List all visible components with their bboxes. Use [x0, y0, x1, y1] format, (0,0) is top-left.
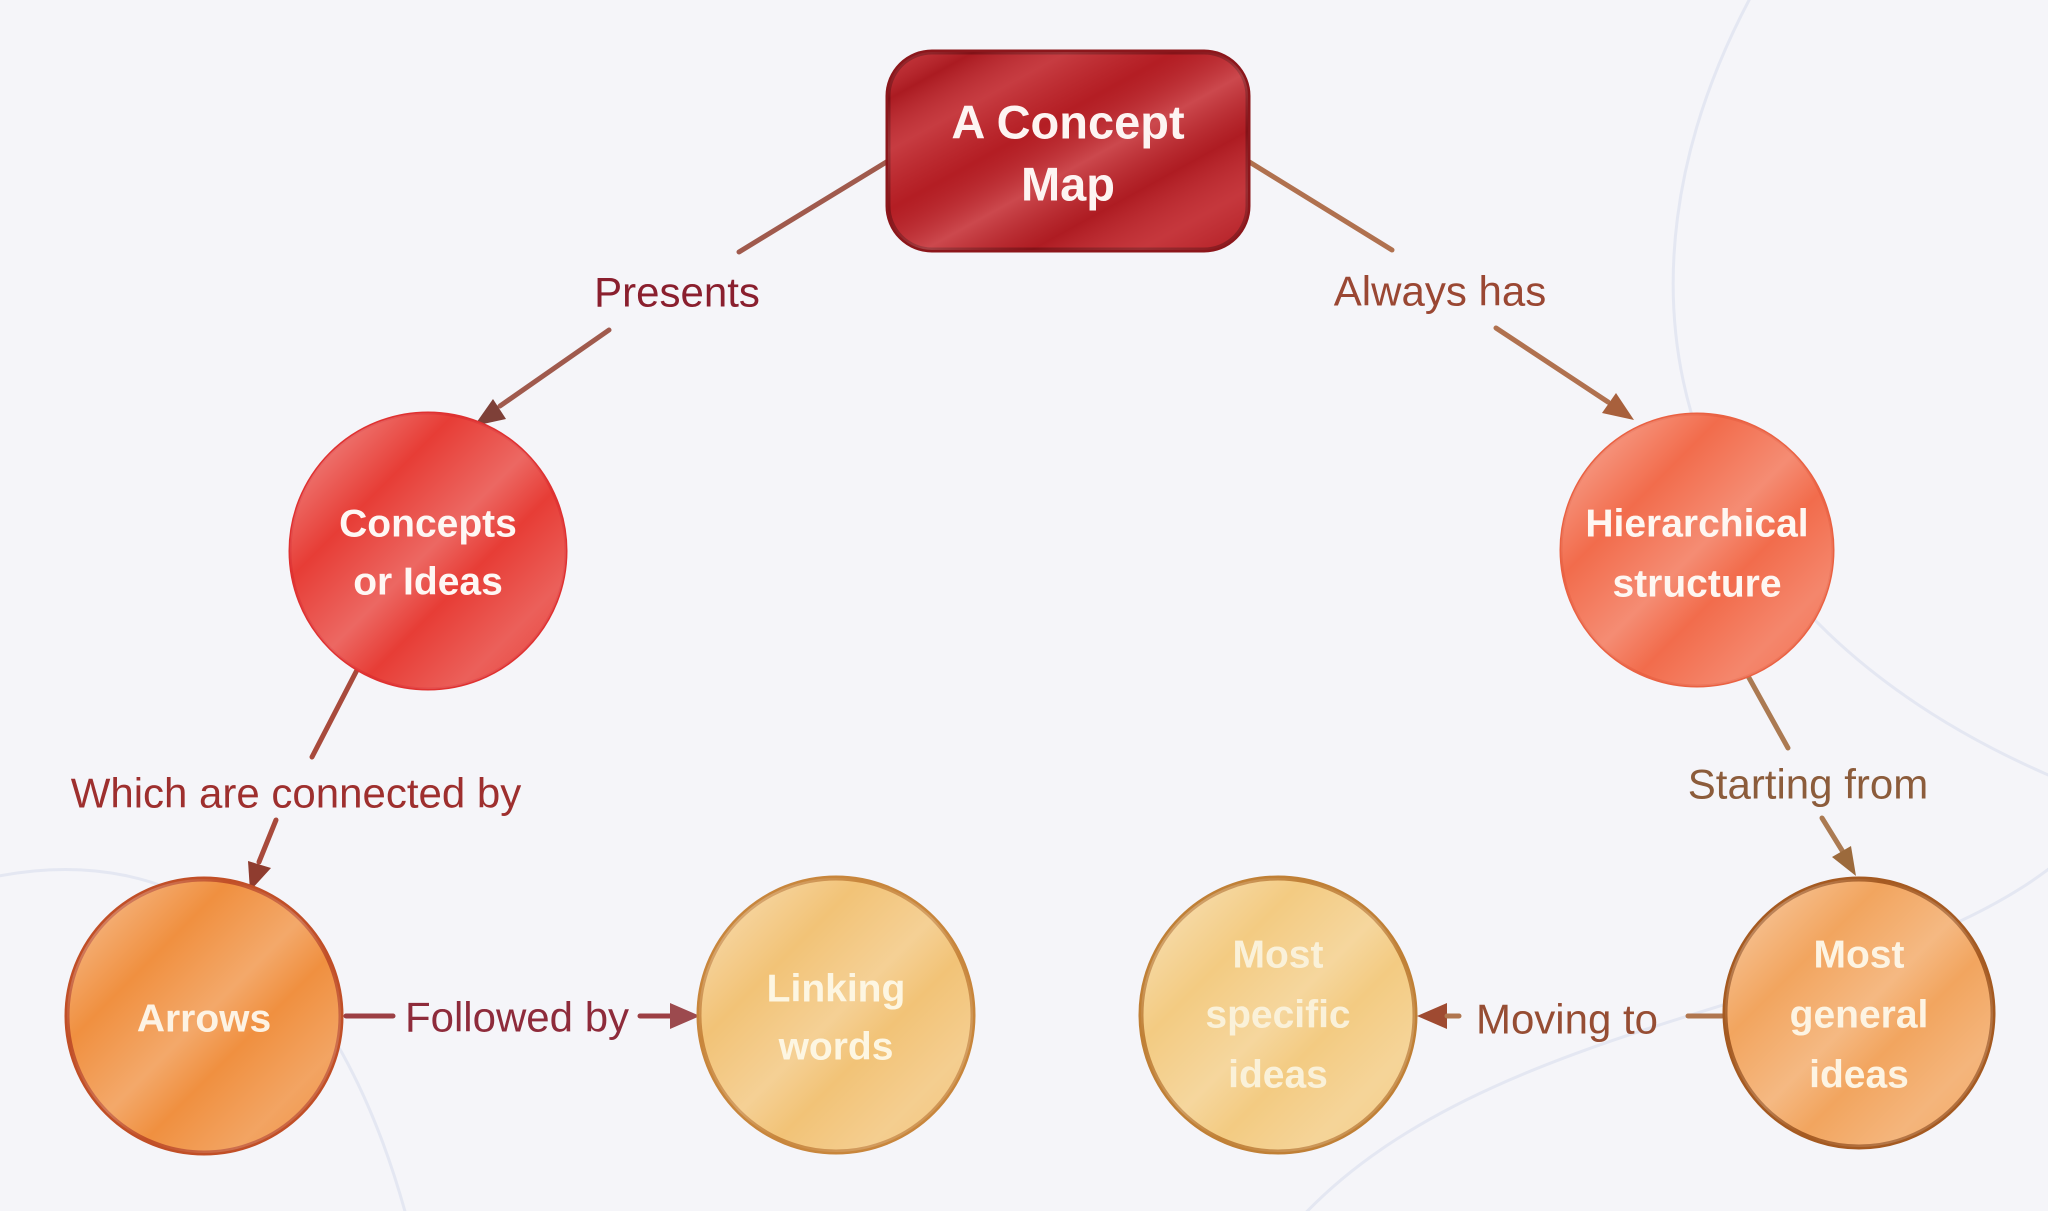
- node-label: words: [778, 1026, 894, 1069]
- edge-followed-by: Followed by: [343, 994, 700, 1041]
- edge-always-has: Always has: [1240, 155, 1634, 420]
- edge-line: [309, 667, 360, 760]
- node-linking-words: Linking words: [696, 875, 976, 1155]
- edge-label-which-are-connected-by: Which are connected by: [71, 770, 522, 817]
- edge-which-are-connected-by: Which are connected by: [71, 667, 522, 891]
- edge-label-always-has: Always has: [1334, 268, 1546, 315]
- edge-label-moving-to: Moving to: [1476, 996, 1658, 1043]
- node-a-concept-map: A Concept Map: [885, 49, 1251, 253]
- edge-line: [1819, 815, 1846, 855]
- node-hierarchical-structure: Hierarchical structure: [1559, 412, 1835, 688]
- edge-line: [1745, 673, 1791, 751]
- node-label: Hierarchical: [1585, 503, 1808, 546]
- arrowhead-icon: [670, 1003, 700, 1029]
- edge-line: [1240, 155, 1395, 253]
- node-label: ideas: [1809, 1054, 1909, 1097]
- node-label: A Concept: [951, 96, 1185, 149]
- node-label: or Ideas: [353, 561, 503, 604]
- node-texture: [1561, 414, 1833, 686]
- node-label: general: [1790, 994, 1929, 1037]
- arrowhead-icon: [1417, 1003, 1447, 1029]
- node-texture: [888, 52, 1248, 250]
- node-texture: [1141, 878, 1415, 1152]
- node-label: ideas: [1228, 1054, 1328, 1097]
- node-label: specific: [1205, 994, 1350, 1037]
- arrowhead-icon: [1832, 846, 1856, 876]
- node-label: Map: [1021, 158, 1115, 211]
- node-texture: [67, 879, 341, 1153]
- node-label: Arrows: [137, 998, 271, 1041]
- node-most-specific-ideas: Most specific ideas: [1138, 875, 1418, 1155]
- edge-line: [256, 817, 279, 865]
- edge-line: [497, 327, 612, 409]
- node-concepts-or-ideas: Concepts or Ideas: [288, 411, 568, 691]
- edge-label-presents: Presents: [594, 269, 760, 316]
- edge-line: [736, 155, 896, 255]
- edge-label-starting-from: Starting from: [1688, 761, 1928, 808]
- edge-label-followed-by: Followed by: [405, 994, 629, 1041]
- edge-starting-from: Starting from: [1688, 673, 1928, 876]
- node-label: Concepts: [339, 503, 517, 546]
- arrowhead-icon: [474, 399, 506, 426]
- arrowhead-icon: [1602, 393, 1634, 420]
- node-texture: [290, 413, 566, 689]
- edge-line: [1493, 325, 1611, 405]
- node-texture: [699, 878, 973, 1152]
- node-label: Linking: [767, 968, 906, 1011]
- node-label: Most: [1814, 934, 1905, 977]
- arrowhead-icon: [248, 861, 271, 891]
- node-most-general-ideas: Most general ideas: [1722, 876, 1996, 1150]
- edge-presents: Presents: [474, 155, 896, 426]
- node-label: structure: [1612, 563, 1781, 606]
- node-label: Most: [1233, 934, 1324, 977]
- node-arrows: Arrows: [64, 876, 344, 1156]
- node-texture: [1725, 879, 1993, 1147]
- edge-moving-to: Moving to: [1417, 996, 1725, 1043]
